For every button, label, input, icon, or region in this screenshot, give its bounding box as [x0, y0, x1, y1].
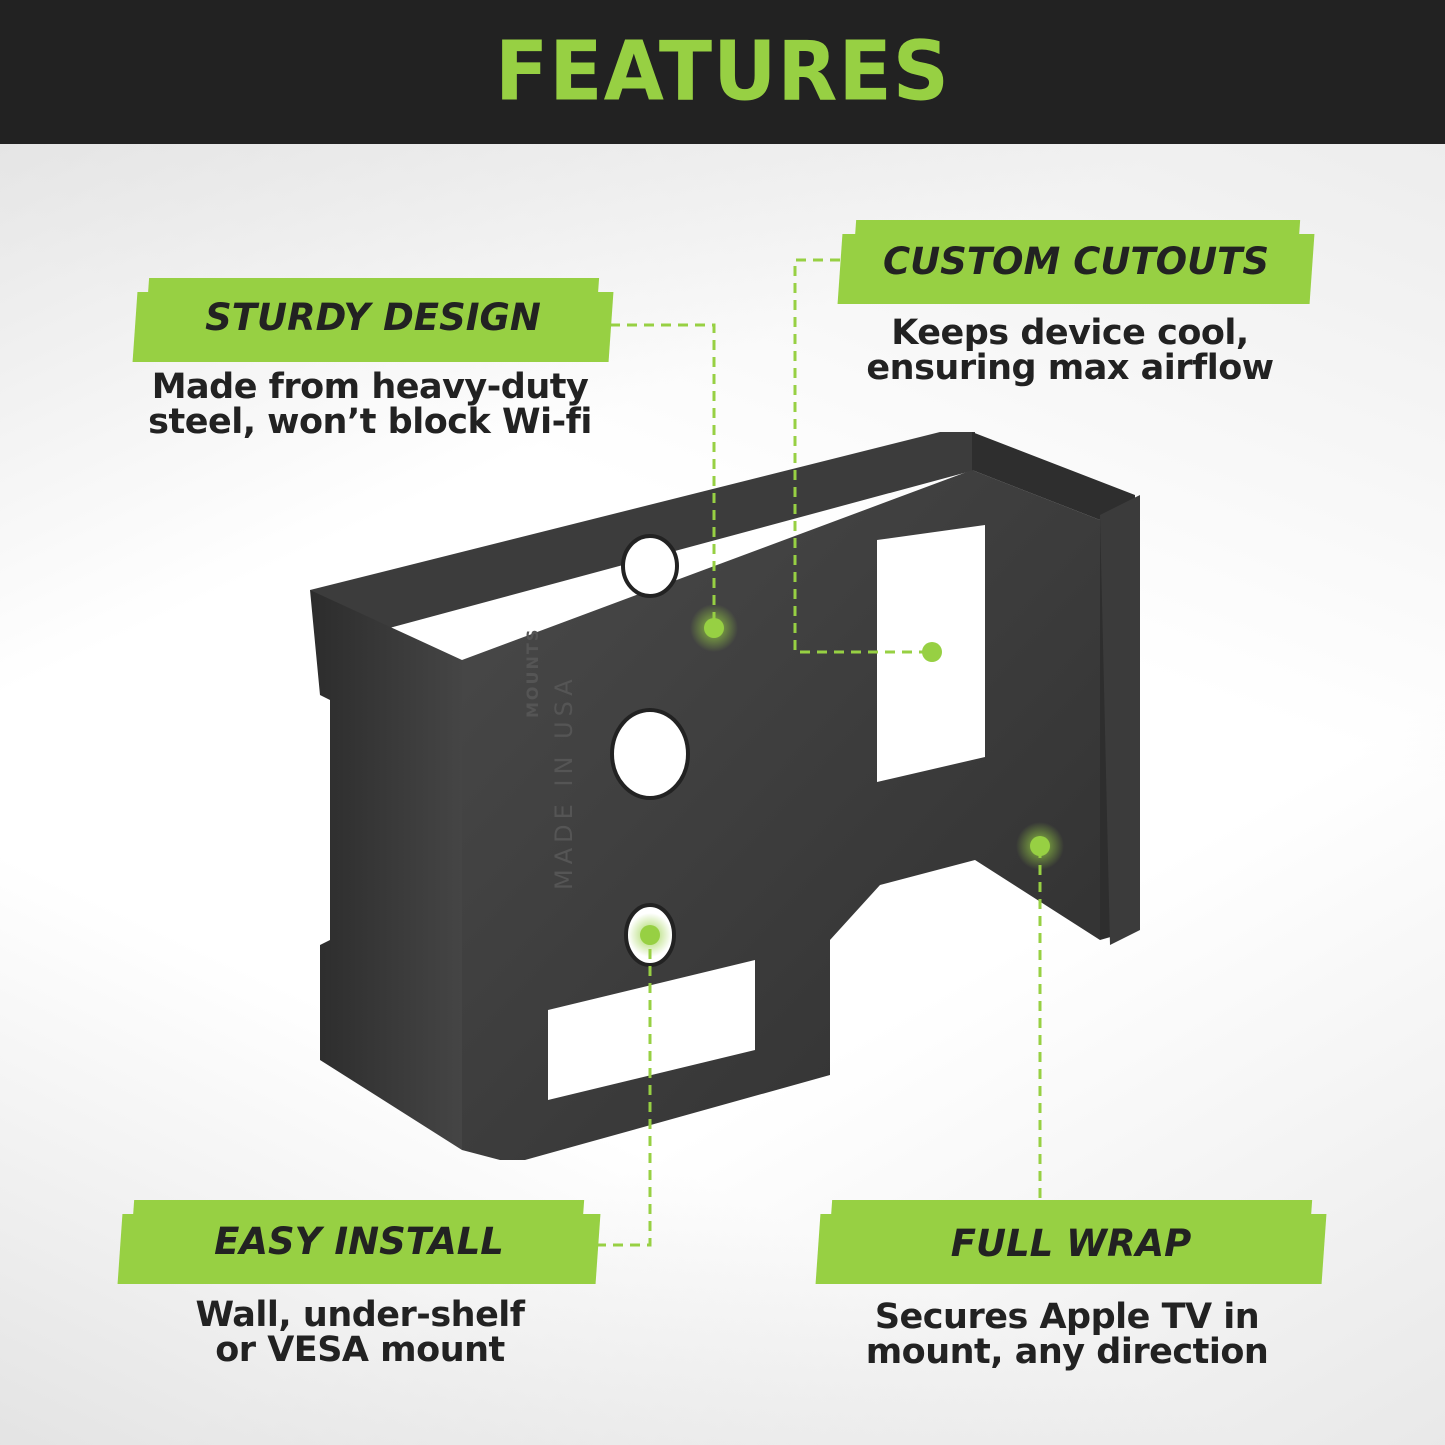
tag-full-wrap: FULL WRAP [815, 1200, 1327, 1286]
mount-hole-middle [610, 708, 690, 800]
tag-easy-install: EASY INSTALL [117, 1200, 601, 1286]
cable-cutout [548, 960, 755, 1100]
feature-description-sturdy-design: Made from heavy-duty steel, won’t block … [148, 367, 592, 442]
feature-description-easy-install: Wall, under-shelf or VESA mount [195, 1295, 525, 1370]
tag-sturdy-design: STURDY DESIGN [132, 278, 614, 363]
mount-hole-top [621, 534, 679, 598]
dot-sturdy-icon [704, 618, 724, 638]
dot-install-icon [640, 925, 660, 945]
feature-title: EASY INSTALL [214, 1220, 504, 1263]
dot-cutouts-icon [922, 642, 942, 662]
dot-wrap-icon [1030, 836, 1050, 856]
feature-description-custom-cutouts: Keeps device cool, ensuring max airflow [866, 313, 1274, 388]
emboss-origin-text: MADE IN USA [550, 674, 578, 890]
connector-lines [596, 258, 1042, 1247]
page-title: FEATURES [495, 24, 950, 120]
feature-description-full-wrap: Secures Apple TV in mount, any direction [865, 1297, 1269, 1372]
connector-sturdy-design [610, 323, 716, 628]
header-banner: FEATURES [0, 0, 1445, 144]
feature-title: FULL WRAP [950, 1222, 1192, 1265]
left-wall [310, 590, 462, 1150]
right-lip [1100, 495, 1140, 945]
emboss-brand-text: MOUNTS [523, 628, 542, 718]
feature-title: CUSTOM CUTOUTS [882, 240, 1270, 283]
feature-title: STURDY DESIGN [205, 296, 541, 339]
tag-custom-cutouts: CUSTOM CUTOUTS [837, 220, 1315, 305]
connector-easy-install [596, 935, 652, 1247]
connector-custom-cutouts [793, 258, 930, 654]
